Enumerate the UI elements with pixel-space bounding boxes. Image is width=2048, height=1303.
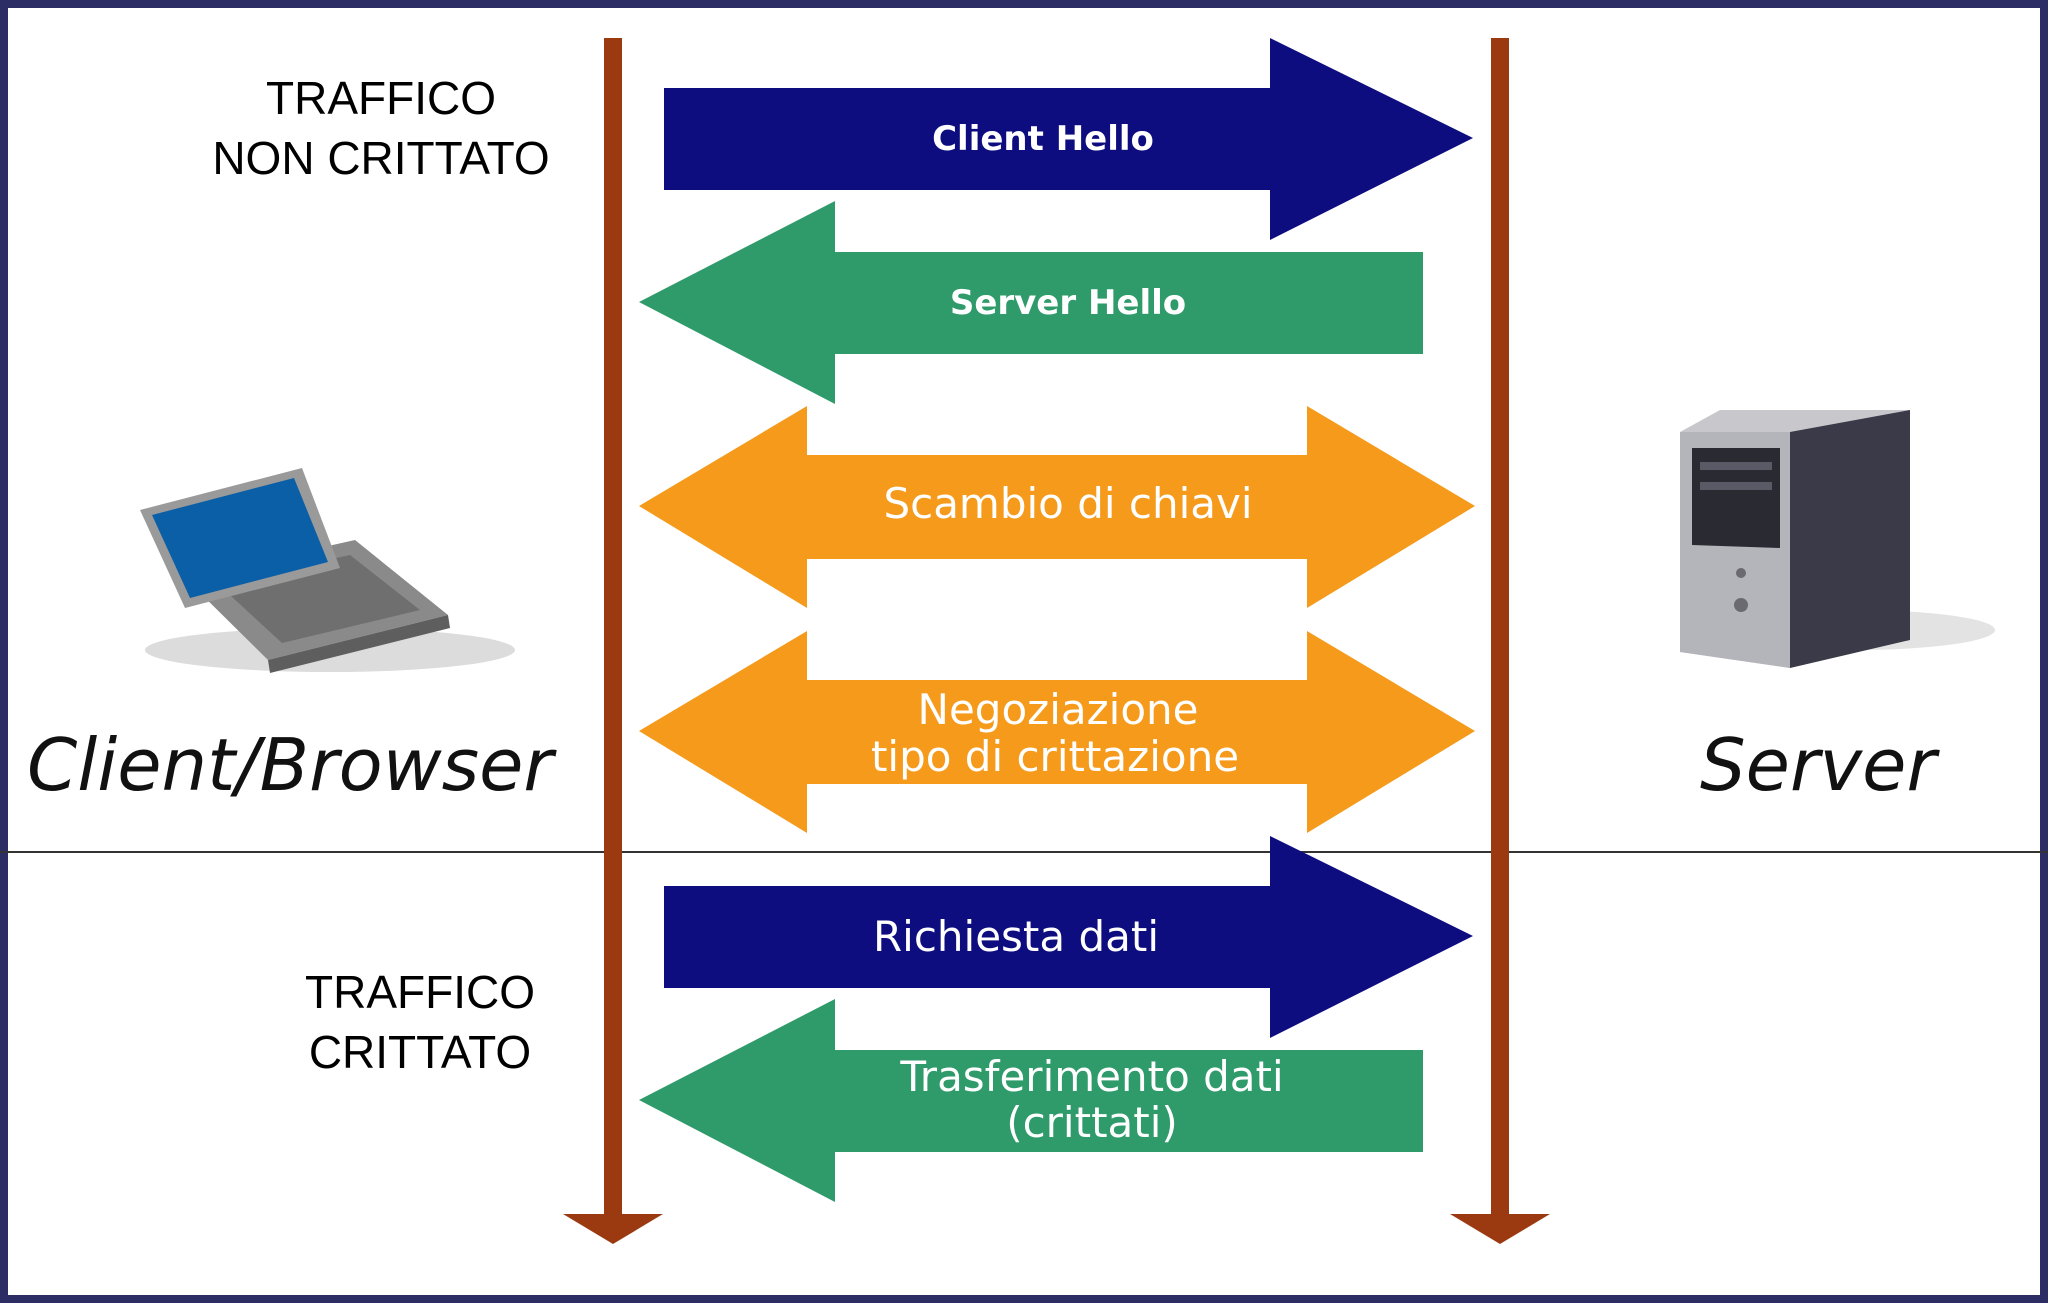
- arrow-shape: [639, 406, 1475, 608]
- client-browser-label: Client/Browser: [27, 723, 557, 807]
- svg-text:TRAFFICO: TRAFFICO: [266, 72, 496, 124]
- server-label: Server: [1700, 723, 1941, 807]
- svg-text:NON CRITTATO: NON CRITTATO: [212, 132, 549, 184]
- encrypted-traffic-label: TRAFFICO CRITTATO: [305, 966, 535, 1078]
- arrow-label: Trasferimento dati: [899, 1052, 1283, 1101]
- arrow-shape: [639, 631, 1475, 833]
- message-arrow-client-hello: Client Hello: [664, 38, 1473, 240]
- message-arrow-data-request: Richiesta dati: [664, 836, 1473, 1038]
- arrow-shape: [664, 836, 1473, 1038]
- message-arrow-data-transfer: Trasferimento dati (crittati): [639, 999, 1423, 1202]
- svg-text:CRITTATO: CRITTATO: [309, 1026, 531, 1078]
- arrow-label: tipo di crittazione: [871, 732, 1239, 781]
- laptop-icon: [140, 468, 515, 673]
- arrow-label: Scambio di chiavi: [883, 479, 1252, 528]
- svg-text:TRAFFICO: TRAFFICO: [305, 966, 535, 1018]
- unencrypted-traffic-label: TRAFFICO NON CRITTATO: [212, 72, 549, 184]
- arrow-label: Server Hello: [950, 283, 1186, 323]
- arrow-label: (crittati): [1006, 1098, 1178, 1147]
- client-lifeline: [563, 38, 663, 1244]
- message-arrow-cipher-negotiation: Negoziazione tipo di crittazione: [639, 631, 1475, 833]
- message-arrow-server-hello: Server Hello: [639, 201, 1423, 404]
- message-arrow-key-exchange: Scambio di chiavi: [639, 406, 1475, 608]
- arrow-label: Richiesta dati: [873, 912, 1159, 961]
- arrow-shape: [639, 201, 1423, 404]
- server-lifeline: [1450, 38, 1550, 1244]
- arrow-shape: [664, 38, 1473, 240]
- arrow-label: Client Hello: [932, 119, 1154, 159]
- server-tower-icon: [1680, 410, 1995, 668]
- arrow-label: Negoziazione: [918, 685, 1199, 734]
- arrow-shape: [639, 999, 1423, 1202]
